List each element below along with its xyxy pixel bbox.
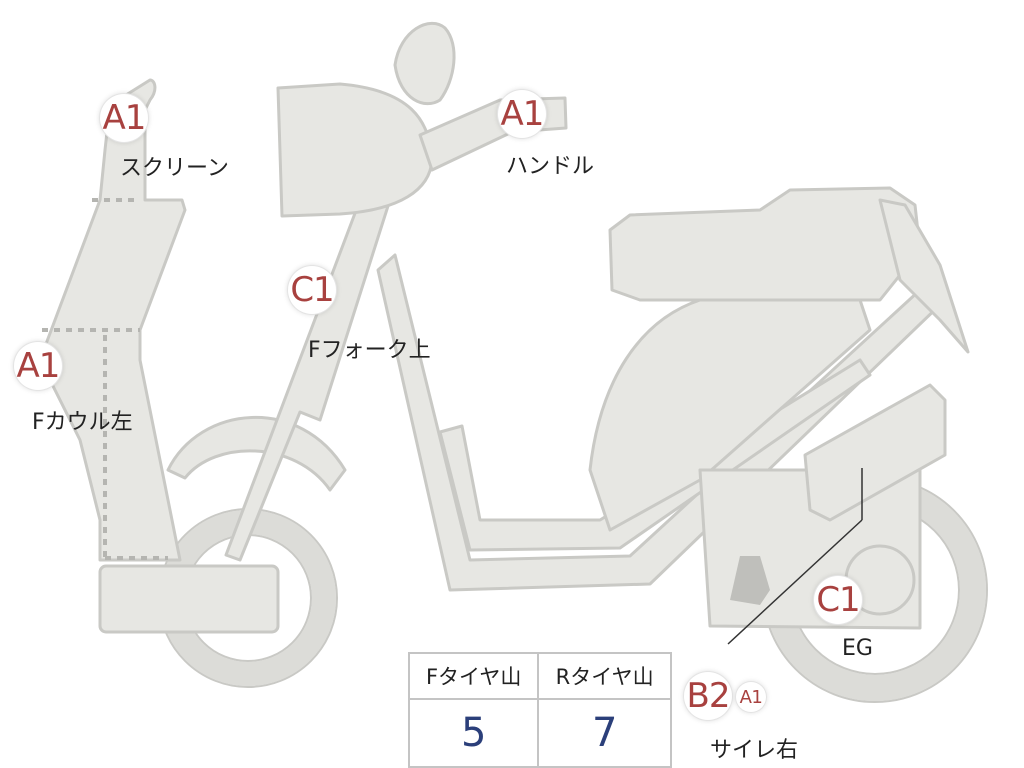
muffler — [803, 383, 947, 522]
tire-depth-table: Fタイヤ山 Rタイヤ山 5 7 — [407, 652, 672, 768]
code-badge-silencer: B2 — [684, 672, 732, 720]
front-fender — [166, 415, 347, 492]
rear-tire-value: 7 — [537, 698, 672, 768]
label-engine: EG — [842, 636, 873, 661]
lower-body — [588, 298, 872, 532]
code-badge-cowl-left: A1 — [14, 342, 62, 390]
code-badge-silencer-secondary: A1 — [736, 682, 766, 712]
mirror — [393, 21, 456, 106]
code-badge-handle: A1 — [498, 90, 546, 138]
rear-tire-header: Rタイヤ山 — [537, 652, 672, 700]
label-silencer: サイレ右 — [710, 738, 799, 763]
code-badge-screen: A1 — [100, 94, 148, 142]
front-tire-header: Fタイヤ山 — [407, 652, 540, 700]
code-badge-fork: C1 — [288, 266, 336, 314]
code-badge-engine: C1 — [814, 576, 862, 624]
rear-body — [608, 186, 922, 302]
front-fork — [224, 198, 390, 562]
front-tire-value: 5 — [407, 698, 540, 768]
rear-cowl — [878, 198, 970, 354]
label-handle: ハンドル — [506, 154, 595, 179]
label-screen: スクリーン — [120, 156, 229, 181]
label-cowl-left: Fカウル左 — [32, 410, 133, 435]
front-cowl — [38, 78, 187, 562]
inner-frame — [438, 358, 872, 552]
label-fork: Fフォーク上 — [308, 338, 431, 363]
headlight — [276, 82, 434, 218]
